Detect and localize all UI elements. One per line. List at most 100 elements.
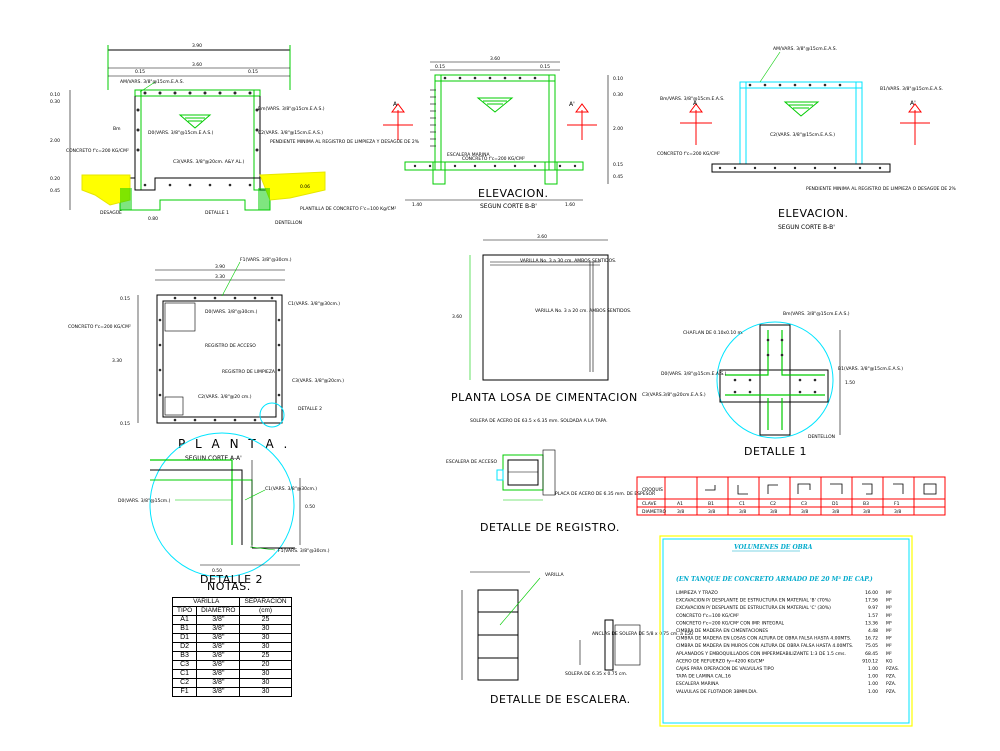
label-am-vars: AM/VARS. 3/8"@15cm.E.A.S. [120, 79, 184, 85]
label-concreto: CONCRETO f'c=200 KG/CM² [66, 148, 129, 154]
elev1-dim-0-15: 0.15 [613, 162, 623, 168]
volumen-row: EXCAVACION P/ DESPLANTE DE ESTRUCTURA EN… [676, 598, 892, 604]
croquis-label: CROQUIS [642, 487, 663, 493]
planta-subtitle: SEGUN CORTE A-A' [185, 455, 242, 462]
elev1-dim-0-15-b: 0.15 [540, 64, 550, 70]
detalle2-dim-h: 0.50 [212, 568, 222, 574]
volumen-qty: 16.72 [865, 636, 878, 642]
label-c2-vars: C2(VARS. 3/8"@15cm.E.A.S.) [258, 130, 323, 136]
volumen-desc: CONCRETO f'c=100 KG/CM² [676, 613, 739, 619]
volumen-qty: 68.45 [865, 651, 878, 657]
volumen-desc: CIMBRA DE MADERA EN LOSAS CON ALTURA DE … [676, 636, 851, 642]
volumen-unit: M² [886, 651, 892, 657]
elev2-label-bm: Bm/VARS. 3/8"@15cm.E.A.S. [660, 96, 725, 102]
detalle1-label-c3: C3(VARS.3/8"@20cm.E.A.S.) [642, 392, 706, 398]
volumenes-de-obra: VOLUMENES DE OBRA (EN TANQUE DE CONCRETO… [659, 535, 913, 727]
table-cell: C2 [171, 678, 198, 688]
cm-header: (cm) [239, 606, 292, 616]
dim-0-45: 0.45 [50, 188, 60, 194]
losa-dim-h: 3.60 [537, 234, 547, 240]
elev1-label-escalera: ESCALERA MARINA [447, 152, 491, 158]
volumen-row: CIMBRA DE MADERA EN MUROS CON ALTURA DE … [676, 643, 892, 649]
dim-0-15-b: 0.15 [248, 69, 258, 75]
planta-label-c1: C1(VARS. 3/8"@30cm.) [288, 301, 340, 307]
detalle-2: 0.50 0.50 D0(VARS. 3/8"@15cm.) C1(VARS. … [118, 432, 330, 593]
volumen-qty: 1.00 [868, 666, 878, 672]
planta-dim-3-30: 3.30 [215, 274, 225, 280]
volumenes-subtitle: (EN TANQUE DE CONCRETO ARMADO DE 20 M³ D… [676, 576, 873, 583]
label-bm-vars: Bm(VARS. 3/8"@15cm.E.A.S.) [258, 106, 325, 112]
table-cell: 20 [239, 660, 292, 670]
escalera-label-anclas: ANCLAS DE SOLERA DE 5/8 x 0.75 cm. a 150 [592, 631, 693, 637]
table-cell: 3/8" [196, 669, 241, 679]
elev1-dim-1-60: 1.60 [565, 202, 575, 208]
volumen-desc: CIMBRA DE MADERA EN CIMENTACIONES [676, 628, 768, 634]
dim-3-60: 3.60 [192, 62, 202, 68]
notas-title: NOTAS. [207, 580, 251, 593]
table-cell: 3/8" [196, 642, 241, 652]
volumen-desc: CIMBRA DE MADERA EN MUROS CON ALTURA DE … [676, 643, 853, 649]
volumen-unit: M² [886, 636, 892, 642]
detalle2-dim-v: 0.50 [305, 504, 315, 510]
volumen-unit: M³ [886, 598, 892, 604]
elev1-marker-a: A [393, 101, 398, 108]
elev1-dim-0-15-a: 0.15 [435, 64, 445, 70]
dim-0-06: 0.06 [300, 184, 310, 190]
volumen-desc: CAJAS PARA OPERACION DE VALVULAS TIPO [676, 666, 774, 672]
planta-label-c3: C3(VARS. 3/8"@20cm.) [292, 378, 344, 384]
planta-losa: 3.60 3.60 VARILLA No. 3 a 30 cm. AMBOS S… [451, 234, 637, 404]
volumen-qty: 910.12 [862, 658, 878, 664]
volumen-qty: 75.05 [865, 643, 878, 649]
volumen-row: ESCALERA MARINA 1.00 PZA. [676, 681, 896, 687]
varilla-header: VARILLA [171, 597, 241, 607]
volumen-desc: APLANADOS Y EMBOQUILLADOS CON IMPERMEABI… [676, 651, 846, 657]
label-c3-vars: C3(VARS. 3/8"@20cm. A&Y AL.) [173, 159, 245, 165]
dim-0-15-a: 0.15 [135, 69, 145, 75]
volumen-row: APLANADOS Y EMBOQUILLADOS CON IMPERMEABI… [676, 651, 892, 657]
volumen-unit: M³ [886, 605, 892, 611]
detalle-escalera: VARILLA ANCLAS DE SOLERA DE 5/8 x 0.75 c… [461, 571, 693, 706]
table-cell: 25 [239, 651, 292, 661]
volumen-qty: 1.00 [868, 681, 878, 687]
planta-dim-0-15-b: 0.15 [120, 421, 130, 427]
elev1-dim-2-00: 2.00 [613, 126, 623, 132]
planta-title: P L A N T A . [178, 437, 290, 451]
detalle2-label-f1: F1(VARS. 3/8"@30cm.) [278, 548, 330, 554]
croquis-row-clave: CLAVE [642, 501, 657, 507]
planta: 3.90 3.30 0.15 3.30 0.15 F1(VARS. 3/8"@3… [68, 257, 344, 462]
volumen-unit: M² [886, 628, 892, 634]
volumen-desc: ESCALERA MARINA [676, 681, 720, 687]
clave-cell: A1 [677, 501, 683, 507]
volumenes-title: VOLUMENES DE OBRA [734, 544, 813, 551]
dim-3-90: 3.90 [192, 43, 202, 49]
varilla-table: VARILLA SEPARACION TIPO DIAMETRO (cm) A1… [171, 597, 292, 697]
table-cell: 30 [239, 633, 292, 643]
escalera-title: DETALLE DE ESCALERA. [490, 693, 631, 706]
planta-dim-3-90: 3.90 [215, 264, 225, 270]
croquis-diametros: 3/8 3/8 3/8 3/8 3/8 3/8 3/8 3/8 [677, 509, 901, 515]
table-cell: D1 [171, 633, 198, 643]
volumen-qty: 1.00 [868, 674, 878, 680]
elev2-label-c2: C2(VARS. 3/8"@15cm.E.A.S.) [770, 132, 835, 138]
clave-cell: B3 [863, 501, 869, 507]
elevacion-1: 3.60 0.15 0.15 [383, 56, 623, 210]
detalle-registro: SOLERA DE ACERO DE 63.5 x 6.35 mm. SOLDA… [446, 418, 655, 534]
table-cell: A1 [171, 615, 198, 625]
dim-2-00: 2.00 [50, 138, 60, 144]
volumen-unit: PZA. [886, 681, 896, 687]
registro-title: DETALLE DE REGISTRO. [480, 521, 620, 534]
elev2-label-am: AM/VARS. 3/8"@15cm.E.A.S. [773, 46, 837, 52]
elevacion-2: A A' AM/VARS. 3/8"@15cm.E.A.S. Bm/VARS. … [657, 46, 957, 231]
diametro-header: DIAMETRO [196, 606, 241, 616]
